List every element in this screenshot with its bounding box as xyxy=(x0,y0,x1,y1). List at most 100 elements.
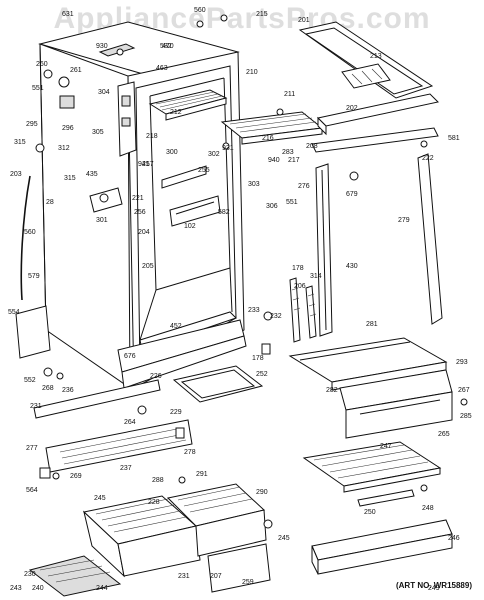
part-label: 452 xyxy=(170,323,182,330)
vertical-channel xyxy=(315,163,333,337)
part-label: 211 xyxy=(284,91,295,98)
part-label: 216 xyxy=(262,135,274,142)
part-label: 261 xyxy=(70,67,82,74)
part-label: 293 xyxy=(456,359,468,366)
part-label: 256 xyxy=(134,209,146,216)
shelf-supports xyxy=(289,277,317,343)
part-label: 237 xyxy=(120,465,132,472)
part-label: 300 xyxy=(166,149,178,156)
part-label: 470 xyxy=(162,43,174,50)
crisper-drawer xyxy=(339,369,453,439)
part-label: 301 xyxy=(96,217,108,224)
door-shelf-bin xyxy=(311,519,453,575)
part-label: 233 xyxy=(248,307,260,314)
ice-tray xyxy=(341,63,391,89)
part-label: 554 xyxy=(8,309,20,316)
part-label: 245 xyxy=(94,495,106,502)
part-label: 306 xyxy=(266,203,278,210)
part-label: 430 xyxy=(346,263,358,270)
right-pan xyxy=(166,483,267,557)
side-bracket xyxy=(15,305,51,359)
part-label: 560 xyxy=(194,7,206,14)
part-label: 259 xyxy=(242,579,254,586)
part-label: 213 xyxy=(370,53,382,60)
filter-mat xyxy=(28,555,122,597)
part-label: 277 xyxy=(26,445,38,452)
refrigerator-cabinet xyxy=(38,21,247,389)
part-label: 282 xyxy=(326,387,338,394)
part-label: 257 xyxy=(142,161,154,168)
wire-shelf xyxy=(302,441,442,493)
part-label: 315 xyxy=(14,139,26,146)
part-label: 255 xyxy=(198,167,210,174)
part-label: 281 xyxy=(366,321,378,328)
part-label: 102 xyxy=(184,223,196,230)
fresh-food-shelf xyxy=(220,111,324,145)
part-label: 212 xyxy=(170,109,182,116)
part-label: 221 xyxy=(132,195,144,202)
interior-parts xyxy=(89,165,221,227)
part-label: 463 xyxy=(156,65,168,72)
part-label: 222 xyxy=(422,155,434,162)
part-label: 296 xyxy=(62,125,74,132)
part-label: 245 xyxy=(278,535,290,542)
control-housing xyxy=(117,81,137,157)
part-label: 217 xyxy=(288,157,300,164)
part-label: 207 xyxy=(210,573,222,580)
part-label: 240 xyxy=(32,585,44,592)
part-label: 210 xyxy=(246,69,258,76)
crisper-cover xyxy=(288,337,448,391)
part-label: 315 xyxy=(64,175,76,182)
part-label: 269 xyxy=(70,473,82,480)
part-label: 201 xyxy=(298,17,310,24)
drawer-front xyxy=(207,543,271,593)
part-label: 264 xyxy=(124,419,136,426)
part-label: 178 xyxy=(252,355,264,362)
part-label: 582 xyxy=(160,43,172,50)
part-label: 278 xyxy=(184,449,196,456)
part-label: 248 xyxy=(422,505,434,512)
part-label: 581 xyxy=(448,135,460,142)
part-label: 247 xyxy=(380,443,392,450)
part-label: 582 xyxy=(218,209,230,216)
part-label: 679 xyxy=(346,191,358,198)
part-label: 244 xyxy=(96,585,108,592)
part-label: 290 xyxy=(256,489,268,496)
part-label: 215 xyxy=(256,11,268,18)
part-label: 250 xyxy=(364,509,376,516)
part-label: 228 xyxy=(148,499,160,506)
part-label: 230 xyxy=(24,571,36,578)
part-label: 178 xyxy=(292,265,304,272)
part-label: 285 xyxy=(460,413,472,420)
hardware xyxy=(35,14,468,529)
part-label: 229 xyxy=(170,409,182,416)
door-hinge-rail xyxy=(33,379,161,419)
part-label: 941 xyxy=(138,161,150,168)
part-label: 304 xyxy=(98,89,110,96)
part-label: 302 xyxy=(208,151,220,158)
part-label: 312 xyxy=(58,145,70,152)
part-label: 676 xyxy=(124,353,136,360)
freezer-shelf xyxy=(148,89,228,121)
part-label: 314 xyxy=(310,273,322,280)
part-label: 931 xyxy=(222,145,234,152)
mullion xyxy=(311,127,439,153)
part-label: 560 xyxy=(24,229,36,236)
part-label: 260 xyxy=(36,61,48,68)
part-label: 940 xyxy=(268,157,280,164)
part-label: 265 xyxy=(438,431,450,438)
part-label: 552 xyxy=(24,377,36,384)
part-label: 267 xyxy=(458,387,470,394)
shelf-frame-bar xyxy=(357,489,415,507)
part-label: 249 xyxy=(428,585,440,592)
door-gasket-strip xyxy=(417,153,443,325)
part-label: 579 xyxy=(28,273,40,280)
part-label: 252 xyxy=(256,371,268,378)
part-label: 204 xyxy=(138,229,150,236)
part-label: 283 xyxy=(282,149,294,156)
door-bar xyxy=(316,93,440,136)
part-label: 551 xyxy=(32,85,44,92)
part-label: 303 xyxy=(248,181,260,188)
